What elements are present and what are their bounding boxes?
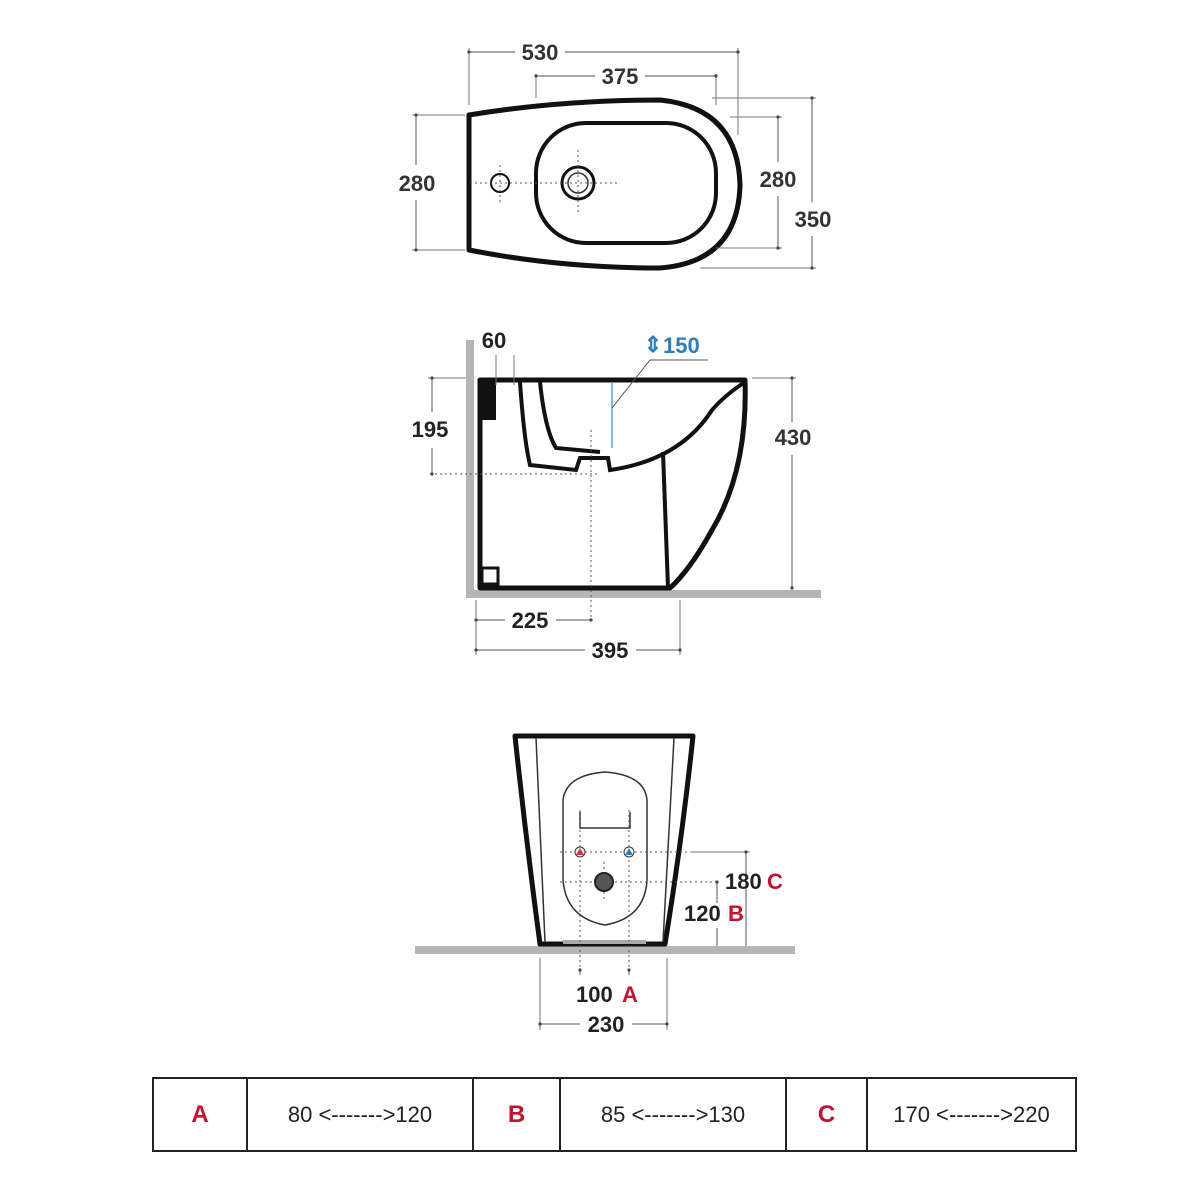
top-view: 530 375 280 280 350 bbox=[399, 40, 832, 271]
dim-supply-spacing-key: A bbox=[622, 982, 638, 1007]
side-view-outline bbox=[477, 377, 748, 591]
technical-drawing: 530 375 280 280 350 bbox=[399, 40, 832, 1037]
range-key-c: C bbox=[785, 1077, 868, 1152]
wall-bracket bbox=[482, 382, 496, 420]
drain-inner-circle bbox=[567, 172, 589, 194]
dim-base-width: 230 bbox=[588, 1012, 625, 1037]
dim-bowl-length: 375 bbox=[602, 64, 639, 89]
dim-outlet-distance: 225 bbox=[512, 608, 549, 633]
table-row: A 80 <------->120 B 85 <------->130 C 17… bbox=[152, 1077, 1077, 1152]
dim-wall-offset: 60 bbox=[482, 328, 506, 353]
range-value-a: 80 <------->120 bbox=[246, 1077, 474, 1152]
rear-view: 180 C 120 B 100 A 230 bbox=[415, 733, 795, 1037]
dim-depth: 395 bbox=[592, 638, 629, 663]
dim-height: 430 bbox=[775, 425, 812, 450]
range-key-a: A bbox=[152, 1077, 248, 1152]
range-value-b: 85 <------->130 bbox=[559, 1077, 787, 1152]
rear-view-outline bbox=[512, 733, 696, 947]
dim-drain-height-key: B bbox=[728, 901, 744, 926]
water-level-icon: ⇕ bbox=[644, 332, 662, 357]
dim-water-level: 150 bbox=[663, 333, 700, 358]
dim-width-left: 280 bbox=[399, 171, 436, 196]
dim-supply-spacing: 100 bbox=[576, 982, 613, 1007]
dim-supply-height: 180 bbox=[725, 869, 762, 894]
dim-overall-width: 350 bbox=[795, 207, 832, 232]
floor-side bbox=[466, 590, 821, 598]
floor-rear bbox=[415, 946, 795, 954]
drain-outlet-icon bbox=[594, 872, 614, 892]
wall bbox=[466, 340, 474, 598]
top-view-outline bbox=[466, 97, 743, 271]
dim-bowl-width: 280 bbox=[760, 167, 797, 192]
side-view: 60 ⇕ 150 430 195 225 395 bbox=[412, 328, 821, 663]
floor-bracket bbox=[480, 566, 500, 586]
range-key-b: B bbox=[472, 1077, 561, 1152]
range-value-c: 170 <------->220 bbox=[866, 1077, 1077, 1152]
dim-supply-height-key: C bbox=[767, 869, 783, 894]
dim-overall-length: 530 bbox=[522, 40, 559, 65]
dim-outlet-height: 195 bbox=[412, 417, 449, 442]
adjustment-ranges-table: A 80 <------->120 B 85 <------->130 C 17… bbox=[152, 1077, 1077, 1152]
dim-drain-height: 120 bbox=[684, 901, 721, 926]
